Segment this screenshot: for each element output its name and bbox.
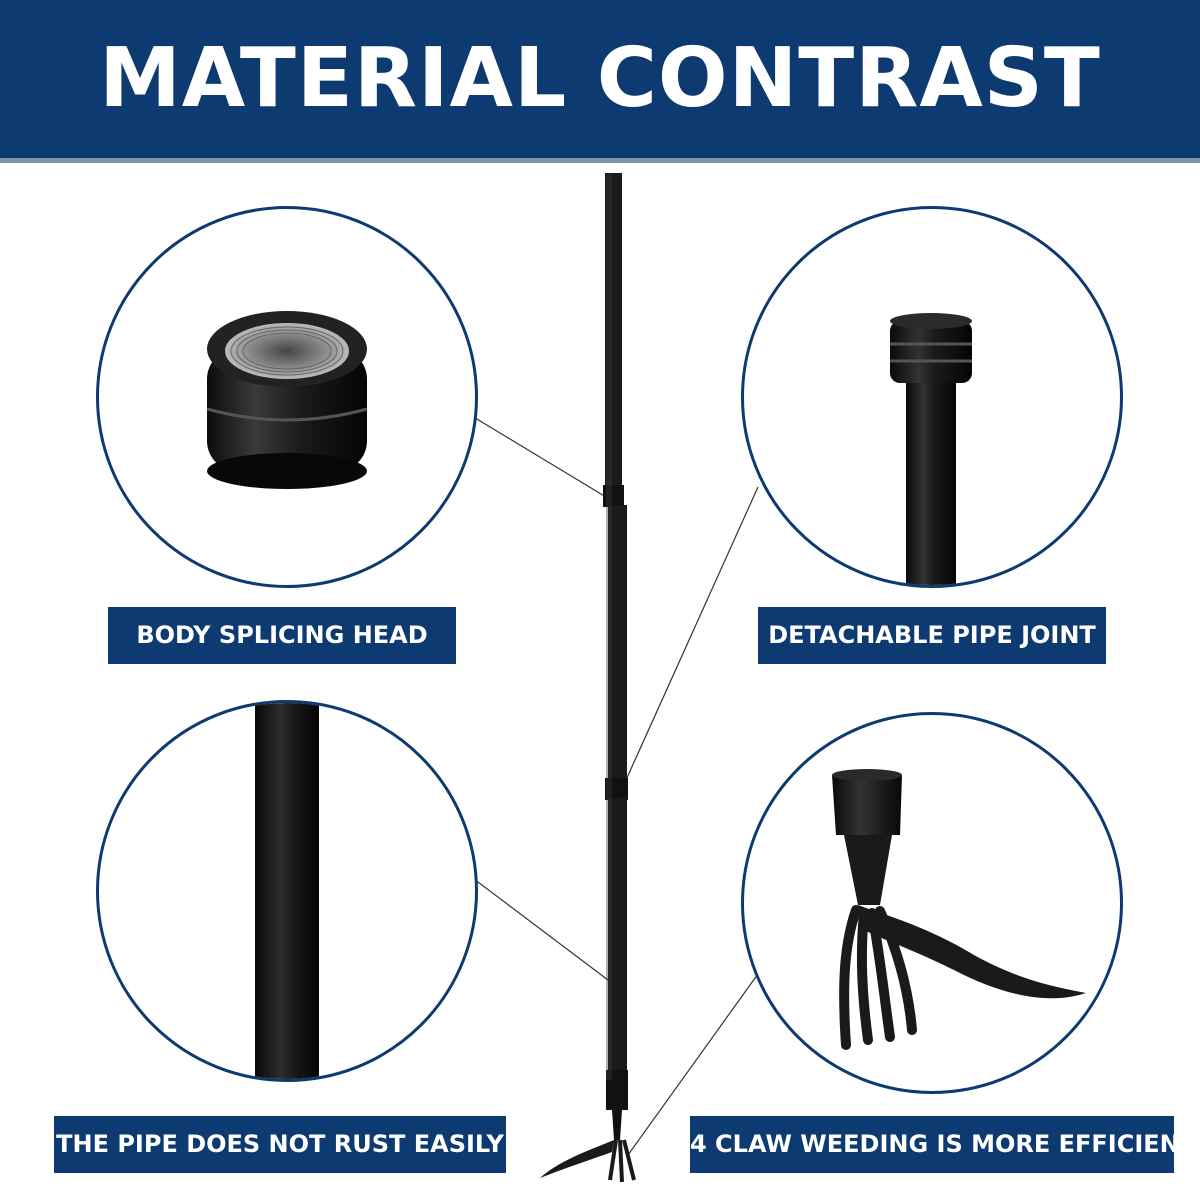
callout-connector-lines — [461, 409, 769, 1156]
title-banner — [0, 0, 1200, 158]
pipe-icon — [255, 703, 319, 1079]
callout-label-pipe-joint: DETACHABLE PIPE JOINT — [758, 607, 1106, 664]
detail-circle-pipe-joint — [741, 206, 1123, 588]
callout-label-claw-head: 4 CLAW WEEDING IS MORE EFFICIENT — [690, 1116, 1174, 1173]
splicing-head-icon — [206, 311, 368, 489]
page-title: MATERIAL CONTRAST — [99, 31, 1101, 126]
callout-label-pipe: THE PIPE DOES NOT RUST EASILY — [54, 1116, 506, 1173]
banner-divider — [0, 158, 1200, 163]
pipe-joint-icon — [890, 313, 972, 585]
weeder-pole — [540, 173, 636, 1183]
detail-circle-splicing-head — [96, 206, 478, 588]
callout-label-splicing-head: BODY SPLICING HEAD — [108, 607, 456, 664]
detail-circle-pipe — [96, 700, 478, 1082]
detail-circle-claw-head — [741, 712, 1123, 1094]
claw-head-icon — [832, 769, 1086, 1050]
